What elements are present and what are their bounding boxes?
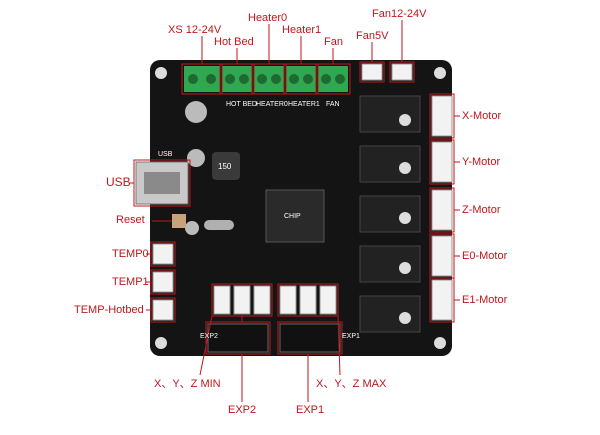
reset-button bbox=[172, 214, 186, 228]
label-e1-motor: E1-Motor bbox=[462, 294, 508, 306]
stepper-slots bbox=[359, 95, 421, 333]
capacitor bbox=[185, 221, 199, 235]
label-z-motor: Z-Motor bbox=[462, 204, 501, 216]
mounting-hole bbox=[155, 67, 167, 79]
label-exp2: EXP2 bbox=[228, 404, 257, 416]
label-xs: XS 12-24V bbox=[168, 24, 222, 36]
mounting-hole bbox=[434, 67, 446, 79]
label-fan5v: Fan5V bbox=[356, 30, 389, 42]
label-temp1: TEMP1 bbox=[112, 276, 149, 288]
exp2-header bbox=[207, 323, 269, 353]
label-usb: USB bbox=[106, 175, 131, 189]
temp-connectors bbox=[152, 243, 174, 321]
label-heater1: Heater1 bbox=[282, 24, 322, 36]
silk-hot-bed: HOT BED bbox=[226, 101, 257, 108]
mounting-hole bbox=[155, 337, 167, 349]
label-xyz-max: X、Y、Z MAX bbox=[316, 378, 387, 390]
label-x-motor: X-Motor bbox=[462, 110, 502, 122]
exp1-header bbox=[279, 323, 341, 353]
silk-fan: FAN bbox=[326, 101, 340, 108]
silk-chip: CHIP bbox=[284, 213, 301, 220]
label-fan: Fan bbox=[324, 36, 343, 48]
label-heater0: Heater0 bbox=[248, 12, 288, 24]
power-terminals bbox=[184, 66, 348, 92]
mcu-chip bbox=[265, 189, 325, 243]
label-xyz-min: X、Y、Z MIN bbox=[154, 378, 221, 390]
label-reset: Reset bbox=[116, 214, 145, 226]
silk-usb: USB bbox=[158, 151, 173, 158]
label-e0-motor: E0-Motor bbox=[462, 250, 508, 262]
silk-exp2: EXP2 bbox=[200, 333, 218, 340]
crystal bbox=[204, 220, 234, 230]
silk-heater0: HEATER0 bbox=[256, 101, 288, 108]
leader-lines bbox=[130, 20, 460, 402]
endstop-connectors bbox=[213, 285, 337, 315]
label-exp1: EXP1 bbox=[296, 404, 325, 416]
fan5v-connector bbox=[361, 63, 383, 81]
label-temp0: TEMP0 bbox=[112, 248, 149, 260]
label-y-motor: Y-Motor bbox=[462, 156, 501, 168]
capacitor bbox=[187, 149, 205, 167]
label-hotbed: Hot Bed bbox=[214, 36, 254, 48]
silk-inductor: 150 bbox=[218, 162, 232, 171]
mounting-hole bbox=[434, 337, 446, 349]
label-fan1224: Fan12-24V bbox=[372, 8, 427, 20]
fan1224-connector bbox=[391, 63, 413, 81]
motor-connectors bbox=[431, 95, 453, 321]
capacitor bbox=[185, 101, 207, 123]
silk-exp1: EXP1 bbox=[342, 333, 360, 340]
label-temp-hotbed: TEMP-Hotbed bbox=[74, 304, 144, 316]
silk-heater1: HEATER1 bbox=[288, 101, 320, 108]
inductor bbox=[212, 152, 240, 180]
